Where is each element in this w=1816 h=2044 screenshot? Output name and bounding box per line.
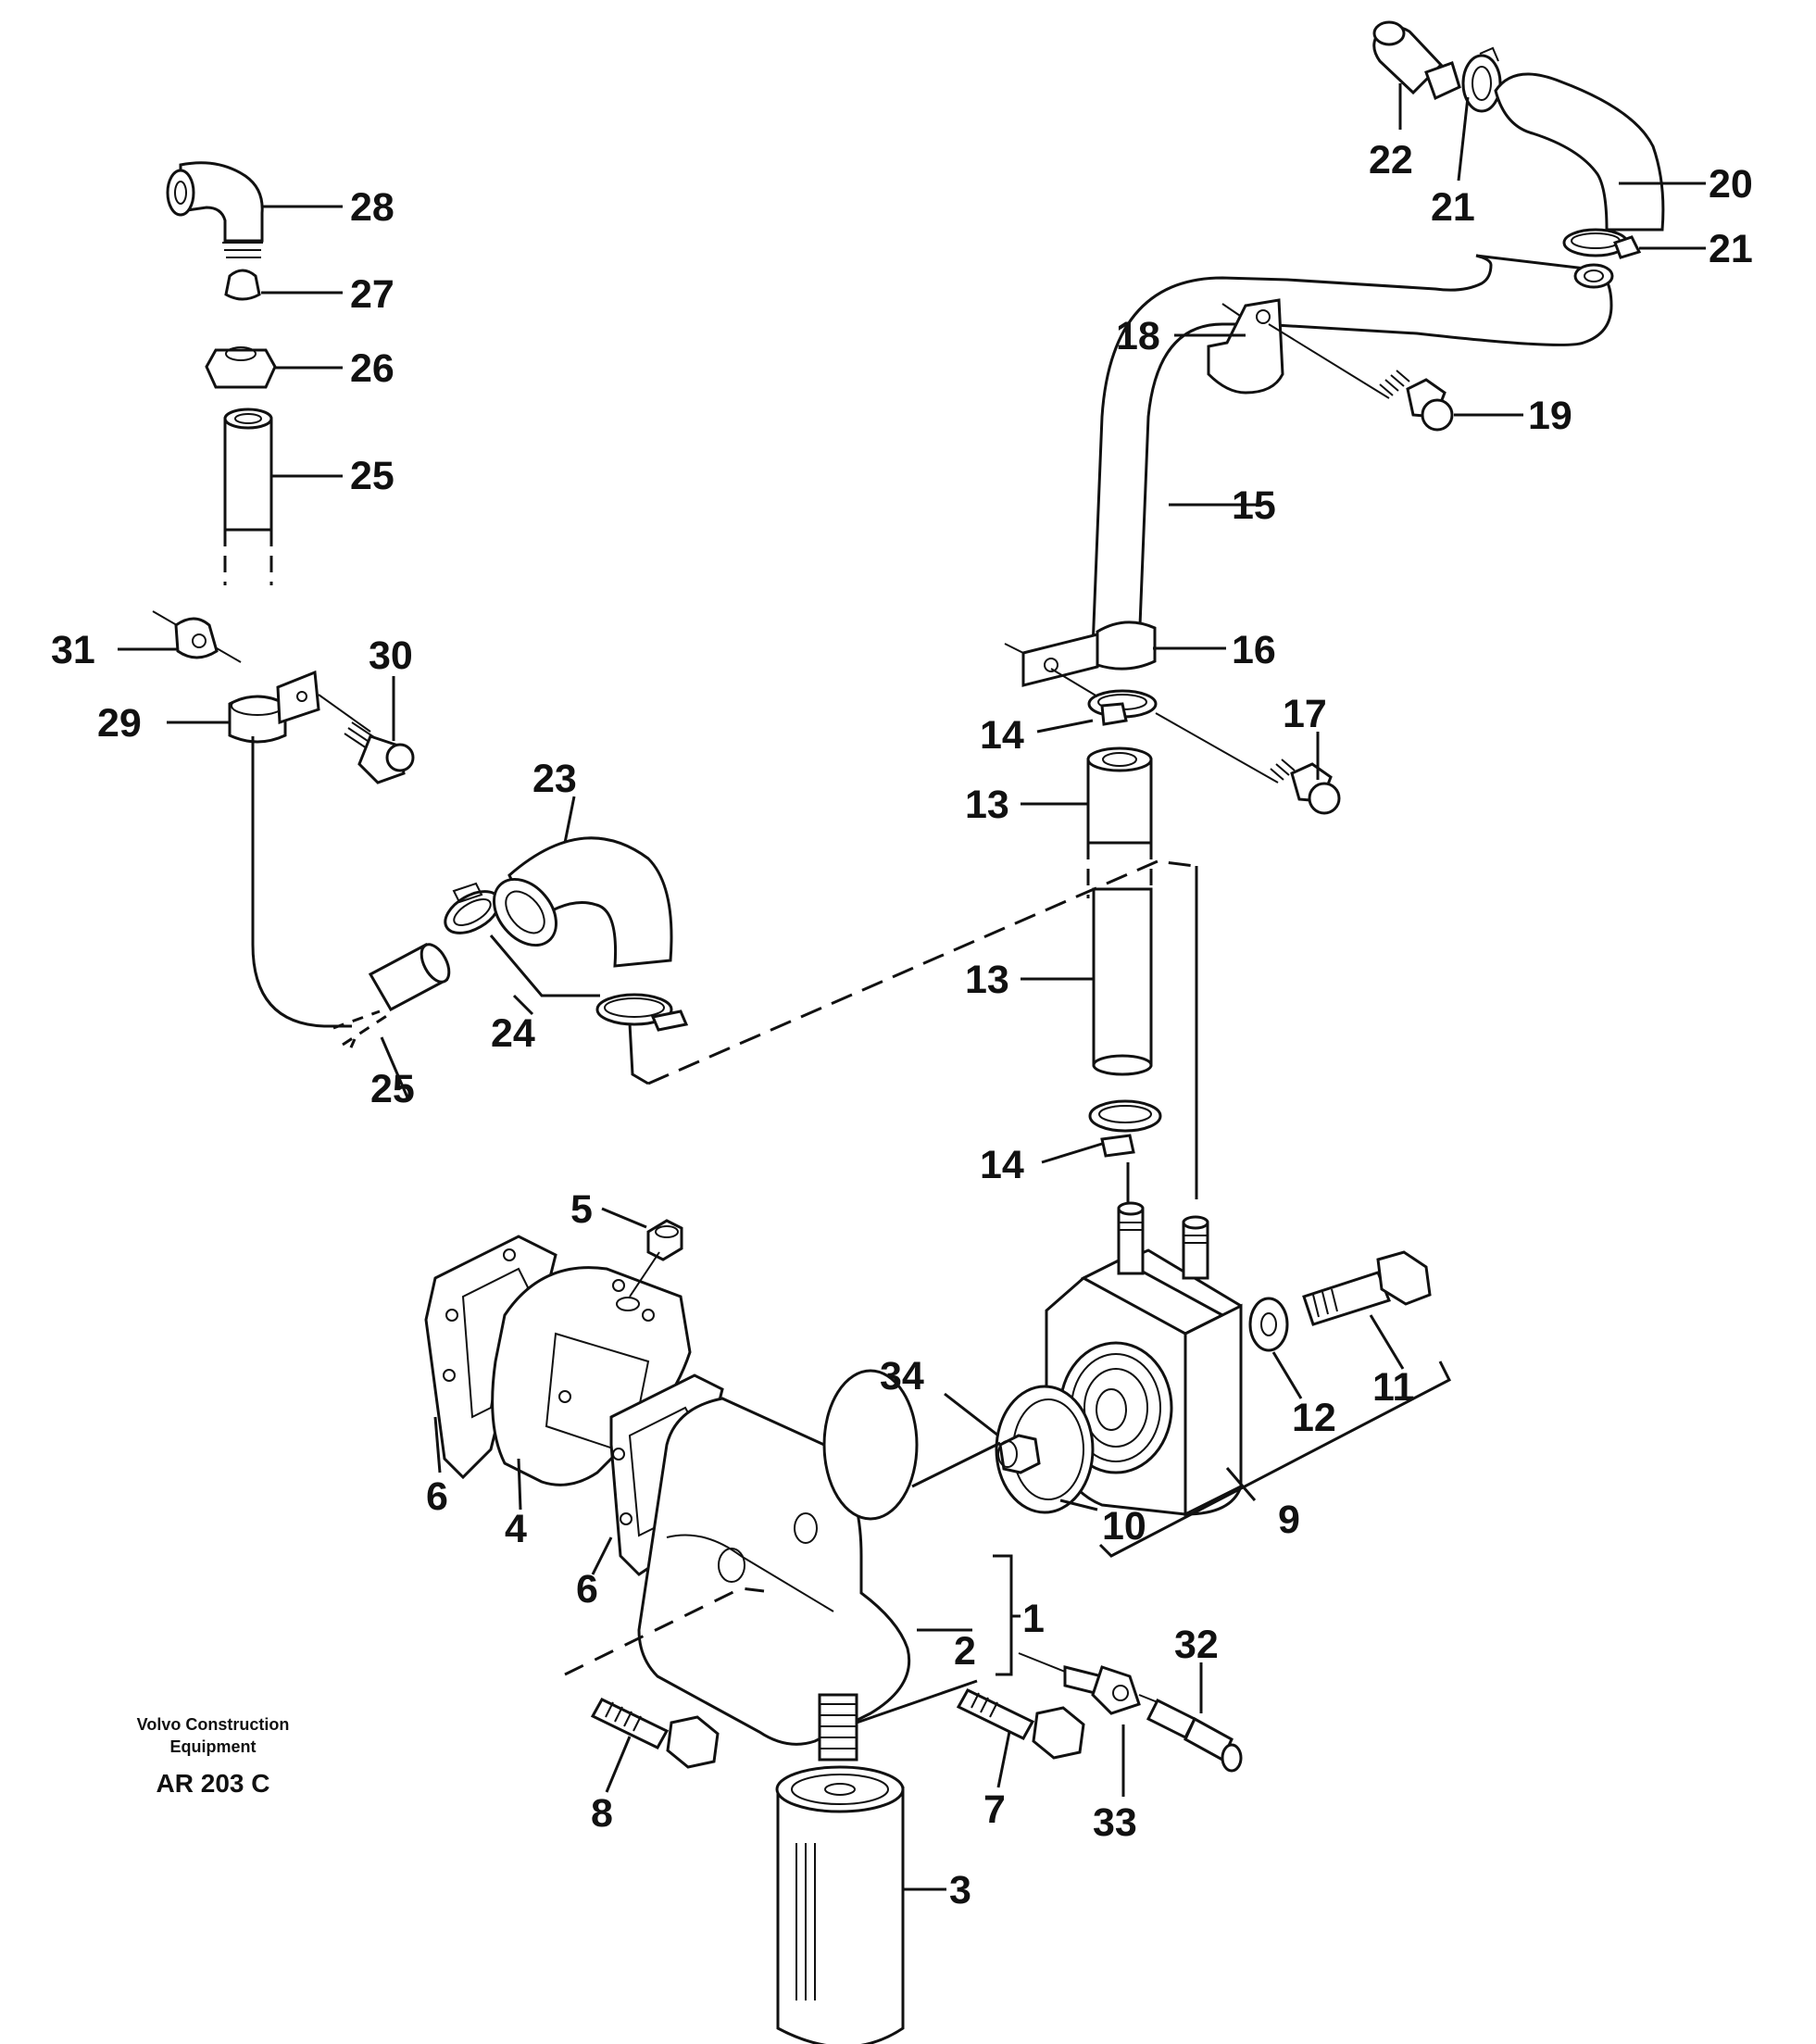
callout-17: 17: [1283, 692, 1327, 736]
callout-7: 7: [983, 1787, 1006, 1832]
screw-19: [1268, 323, 1454, 432]
callout-31: 31: [51, 628, 95, 672]
tube-13: [1086, 746, 1153, 1076]
adapter-33: [1018, 1652, 1141, 1715]
callout-21a: 21: [1431, 185, 1475, 230]
caption-company-line1: Volvo Construction: [136, 1715, 290, 1734]
tube-25-upper: [223, 408, 273, 585]
elbow-fitting-28: [166, 161, 264, 258]
clip-16: [1004, 621, 1157, 687]
hose-20: [1494, 72, 1665, 232]
callout-33: 33: [1093, 1800, 1137, 1845]
bolt-7: [956, 1688, 1085, 1760]
callout-10: 10: [1102, 1504, 1146, 1549]
callout-15: 15: [1232, 483, 1276, 528]
drawing-caption: Volvo Construction Equipment AR 203 C: [111, 1713, 315, 1799]
callout-21b: 21: [1709, 227, 1753, 271]
clip-29: [228, 670, 320, 744]
hose-clamp-21-upper: [1461, 46, 1502, 113]
filter-housing-2: [637, 1369, 1001, 1746]
hose-clamp-21-lower: [1562, 228, 1642, 259]
sensor-32: [1138, 1694, 1243, 1773]
bolt-11: [1302, 1250, 1432, 1326]
callout-9: 9: [1278, 1498, 1300, 1542]
callout-1: 1: [1022, 1597, 1045, 1641]
callout-13b: 13: [965, 958, 1009, 1002]
callout-11: 11: [1372, 1365, 1414, 1410]
callout-30: 30: [369, 633, 413, 678]
hose-clamp-24-lower: [595, 993, 689, 1032]
callout-6b: 6: [576, 1567, 598, 1611]
callout-20: 20: [1709, 162, 1753, 207]
filter-nipple: [818, 1693, 858, 1762]
callout-19: 19: [1528, 394, 1572, 438]
callout-13a: 13: [965, 783, 1009, 827]
nipple-34: [997, 1434, 1041, 1474]
callout-6a: 6: [426, 1474, 448, 1519]
caption-drawing-code: AR 203 C: [156, 1769, 270, 1798]
callout-12: 12: [1292, 1396, 1336, 1440]
callout-22: 22: [1369, 138, 1413, 182]
callout-32: 32: [1174, 1623, 1219, 1667]
bolt-8: [590, 1698, 720, 1769]
connector-22: [1372, 20, 1461, 101]
screw-30: [318, 694, 415, 784]
callout-26: 26: [350, 346, 395, 391]
callout-8: 8: [591, 1791, 613, 1836]
callout-24: 24: [491, 1011, 535, 1056]
callout-27: 27: [350, 272, 395, 317]
spacer-31: [152, 610, 242, 663]
callout-3: 3: [949, 1868, 971, 1912]
callout-5: 5: [570, 1187, 593, 1232]
oil-filter-3: [775, 1765, 905, 2044]
olive-27: [224, 269, 261, 301]
callout-14a: 14: [980, 713, 1024, 758]
callout-18: 18: [1116, 314, 1160, 358]
callout-16: 16: [1232, 628, 1276, 672]
screw-17: [1155, 712, 1341, 815]
elbow-hose-23: [493, 836, 673, 968]
plug-5: [616, 1219, 683, 1311]
callout-14b: 14: [980, 1143, 1024, 1187]
callout-23: 23: [532, 757, 577, 801]
callout-2: 2: [954, 1629, 976, 1674]
hose-clamp-14-lower: [1088, 1099, 1162, 1158]
callout-28: 28: [350, 185, 395, 230]
callout-34: 34: [880, 1354, 924, 1398]
callout-4: 4: [505, 1507, 527, 1551]
washer-12: [1248, 1297, 1289, 1352]
caption-company-line2: Equipment: [169, 1737, 257, 1756]
hose-clamp-14-upper: [1050, 668, 1158, 726]
callout-25b: 25: [370, 1067, 415, 1111]
callout-29: 29: [97, 701, 142, 746]
oil-cooler-9: [1045, 1201, 1243, 1517]
tube-15: [1091, 254, 1614, 650]
nut-26: [205, 346, 277, 389]
tube-25-lower: [251, 736, 451, 1057]
callout-25a: 25: [350, 454, 395, 498]
bracket-18: [1207, 298, 1284, 395]
